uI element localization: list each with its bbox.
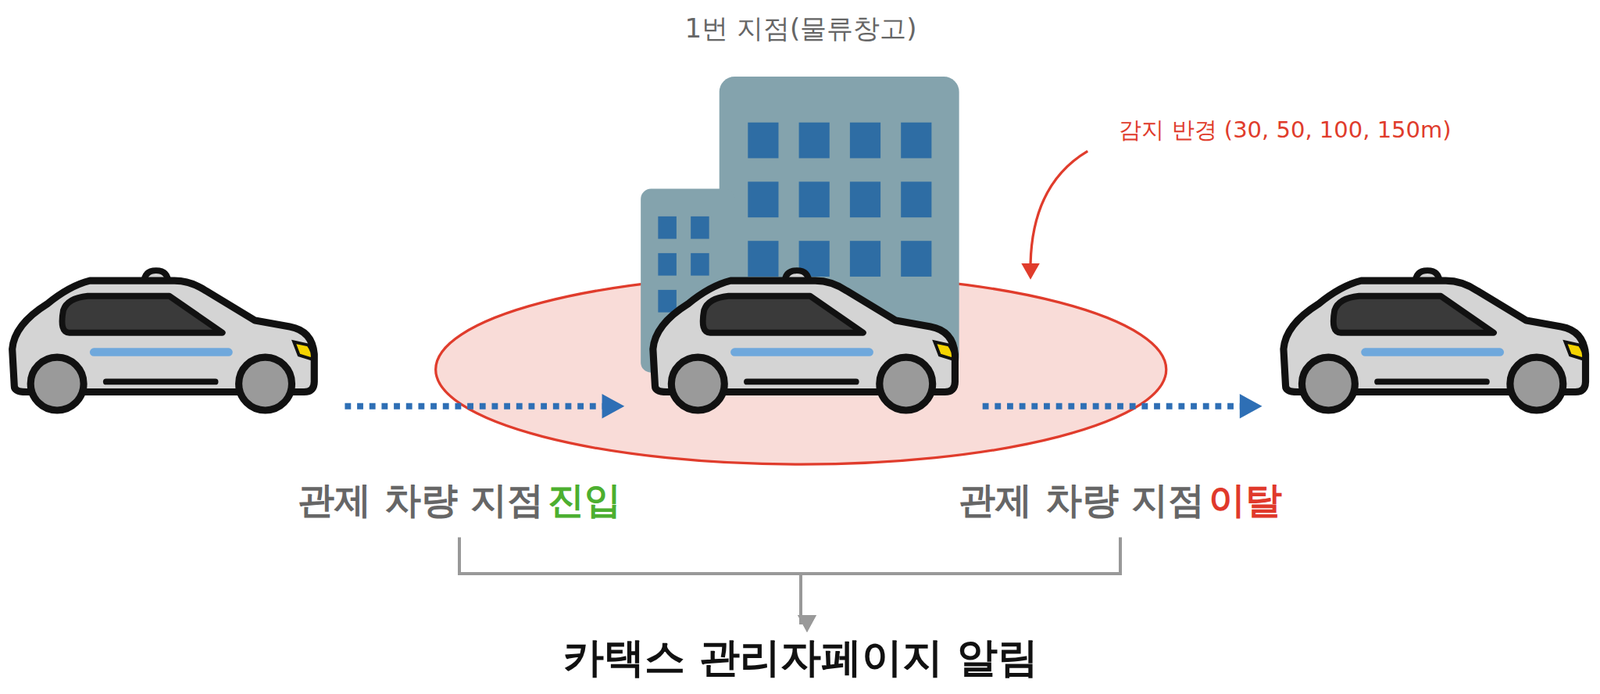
- event-phrase: 카택스 관리자페이지 알림: [563, 630, 1039, 686]
- bracket-connector: [800, 537, 1121, 625]
- vehicle: [653, 270, 956, 411]
- event-text: 관제 차량 지점이탈: [953, 472, 1287, 529]
- site-label: 1번 지점(물류창고): [685, 10, 918, 47]
- event-phrase: 관제 차량 지점: [958, 475, 1205, 525]
- vehicle: [12, 270, 315, 411]
- event-text: 관제 차량 지점진입: [292, 472, 626, 529]
- event-phrase: 관제 차량 지점: [297, 475, 544, 525]
- event-state: 이탈: [1208, 475, 1283, 525]
- vehicle: [1283, 270, 1586, 411]
- callout-arrow: [1030, 150, 1088, 264]
- bracket-connector: [459, 537, 801, 625]
- callout-arrowhead: [1021, 263, 1040, 280]
- event-state: 진입: [547, 475, 622, 525]
- radius-label: 감지 반경 (30, 50, 100, 150m): [1118, 114, 1451, 147]
- flow-arrow: [344, 393, 1262, 418]
- notification-text: 카택스 관리자페이지 알림: [558, 627, 1043, 689]
